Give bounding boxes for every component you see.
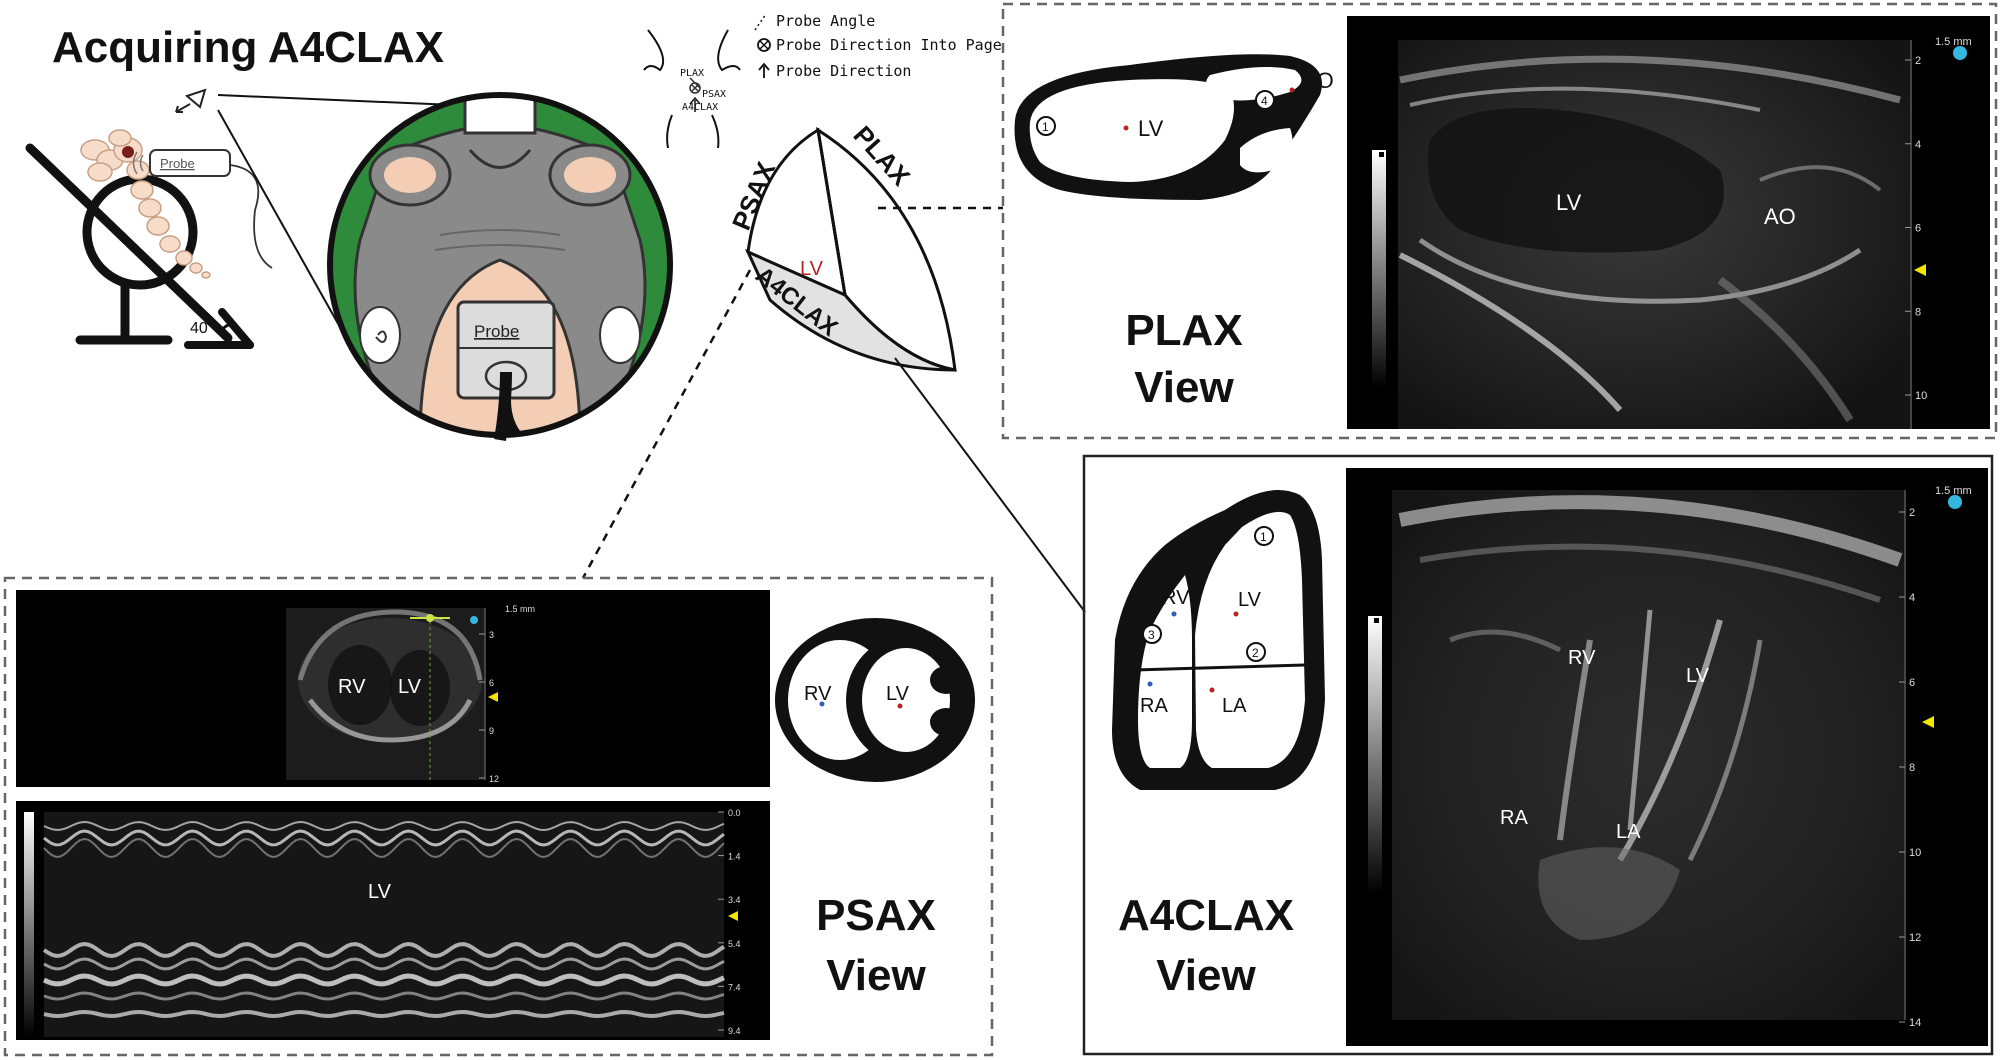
psax-bmode-lv: LV: [398, 676, 422, 698]
depth-tick-label: 2: [1915, 55, 1921, 67]
legend-psax-tag: PSAX: [702, 89, 726, 100]
psax-bmode-depth-ticks: 3 6 9 12: [479, 630, 499, 784]
a4clax-ultrasound-image: RV LV RA LA 1.5 mm 2 4 6 8 10 12 14: [1346, 468, 1988, 1046]
plax-image-lv: LV: [1556, 190, 1582, 215]
figure-title: Acquiring A4CLAX: [52, 23, 444, 72]
psax-separator: [16, 787, 770, 801]
psax-diagram-rv: RV: [804, 683, 832, 705]
plax-diagram-lv: LV: [1138, 116, 1164, 141]
depth-tick-label: 8: [1909, 762, 1915, 774]
a4clax-image-lv: LV: [1686, 665, 1710, 687]
small-probe-sketch: Probe: [132, 149, 273, 269]
a4clax-view-title-line1: A4CLAX: [1118, 891, 1294, 940]
plax-scale-unit: 1.5 mm: [1935, 36, 1972, 48]
mmode-trace: [43, 1009, 725, 1019]
a4clax-image-ra: RA: [1500, 807, 1528, 829]
connector-psax: [581, 269, 752, 579]
depth-tick-label: 7.4: [728, 982, 741, 992]
a4clax-image-la: LA: [1616, 821, 1641, 843]
plax-view-title-line2: View: [1134, 363, 1234, 412]
depth-tick-label: 6: [1909, 677, 1915, 689]
plax-ultrasound-image: LV AO 1.5 mm 2 4 6 8 10: [1347, 16, 1990, 429]
mmode-trace: [43, 837, 725, 859]
legend-probe-angle: Probe Angle: [776, 12, 875, 30]
a4clax-depth-ticks: 2 4 6 8 10 12 14: [1899, 507, 1921, 1029]
mouse-platform-sketch: 40°: [25, 143, 254, 349]
mmode-trace: [42, 973, 725, 987]
a4clax-diagram-lv: LV: [1238, 589, 1262, 611]
psax-panel-frame: [3, 576, 994, 1057]
psax-view-title-line1: PSAX: [816, 891, 936, 940]
a4clax-diagram-num2: 2: [1252, 646, 1259, 660]
depth-tick-label: 10: [1909, 847, 1921, 859]
a4clax-scale-unit: 1.5 mm: [1935, 485, 1972, 497]
a4clax-diagram-ra: RA: [1140, 695, 1168, 717]
plax-panel-frame: [1001, 2, 1998, 440]
depth-tick-label: 0.0: [728, 808, 741, 818]
psax-diagram-lv: LV: [886, 683, 910, 705]
a4clax-view-title-line2: View: [1156, 951, 1256, 1000]
depth-tick-label: 3: [489, 630, 494, 640]
legend-a4clax-tag: A4CLAX: [682, 102, 718, 113]
psax-diagram: RV LV: [775, 618, 975, 782]
small-probe-label: Probe: [160, 156, 195, 171]
plax-view-title-line1: PLAX: [1125, 306, 1242, 355]
a4clax-diagram: 1 2 3 RV LV RA LA: [1112, 490, 1325, 790]
depth-tick-label: 14: [1909, 1017, 1921, 1029]
imaging-plane-wedge: PSAX PLAX A4CLAX LV: [726, 120, 957, 372]
mmode-trace: [43, 991, 725, 1001]
depth-tick-label: 9: [489, 726, 494, 736]
depth-tick-label: 10: [1915, 390, 1927, 402]
plax-diagram-num1: 1: [1042, 120, 1049, 134]
a4clax-diagram-num3: 3: [1148, 628, 1155, 642]
closeup-probe-label: Probe: [474, 322, 519, 341]
plax-depth-ticks: 2 4 6 8 10: [1905, 55, 1927, 402]
legend-direction: Probe Direction: [776, 62, 911, 80]
depth-tick-label: 6: [1915, 223, 1921, 235]
psax-mmode-depth-ticks: 0.0 1.4 3.4 5.4 7.4 9.4: [718, 808, 741, 1036]
plax-diagram: 1 4 LV AO: [1014, 54, 1334, 201]
psax-bmode-scale-unit: 1.5 mm: [505, 604, 535, 614]
a4clax-diagram-rv: RV: [1162, 587, 1190, 609]
connector-a4clax: [894, 357, 1086, 613]
a4clax-image-rv: RV: [1568, 647, 1596, 669]
depth-tick-label: 6: [489, 678, 494, 688]
platform-angle-label: 40°: [190, 320, 214, 337]
depth-tick-label: 5.4: [728, 939, 741, 949]
wedge-lv-label: LV: [800, 258, 824, 280]
psax-mmode-image: LV 0.0 1.4 3.4 5.4 7.4 9.4: [16, 801, 770, 1040]
depth-tick-label: 2: [1909, 507, 1915, 519]
a4clax-diagram-num1: 1: [1260, 530, 1267, 544]
mmode-trace: [42, 941, 726, 959]
depth-tick-label: 4: [1909, 592, 1915, 604]
depth-tick-label: 3.4: [728, 895, 741, 905]
mouse-body-sketch: [80, 129, 211, 279]
plax-image-ao: AO: [1764, 204, 1796, 229]
plax-diagram-num4: 4: [1261, 94, 1268, 108]
probe-legend: PLAX PSAX A4CLAX Probe Angle Probe Direc…: [643, 12, 1002, 149]
depth-tick-label: 9.4: [728, 1026, 741, 1036]
depth-tick-label: 12: [489, 774, 499, 784]
psax-bmode-rv: RV: [338, 676, 366, 698]
psax-view-title-line2: View: [826, 951, 926, 1000]
a4clax-diagram-la: LA: [1222, 695, 1247, 717]
mmode-trace: [43, 829, 725, 847]
legend-plax-tag: PLAX: [680, 68, 704, 79]
psax-mmode-lv: LV: [368, 881, 392, 903]
a4clax-panel-frame: [1082, 454, 1994, 1056]
depth-tick-label: 12: [1909, 932, 1921, 944]
eye-icon: [175, 88, 207, 113]
heart-dot: [122, 146, 134, 158]
psax-bmode-image: RV LV 1.5 mm 3 6 9 12: [286, 604, 535, 784]
mouse-closeup: Probe: [327, 92, 673, 442]
mmode-trace: [43, 957, 725, 971]
depth-tick-label: 8: [1915, 306, 1921, 318]
depth-tick-label: 1.4: [728, 852, 741, 862]
legend-into-page: Probe Direction Into Page: [776, 36, 1002, 54]
depth-tick-label: 4: [1915, 139, 1921, 151]
plax-diagram-ao: AO: [1302, 68, 1334, 93]
mmode-trace: [43, 820, 725, 832]
